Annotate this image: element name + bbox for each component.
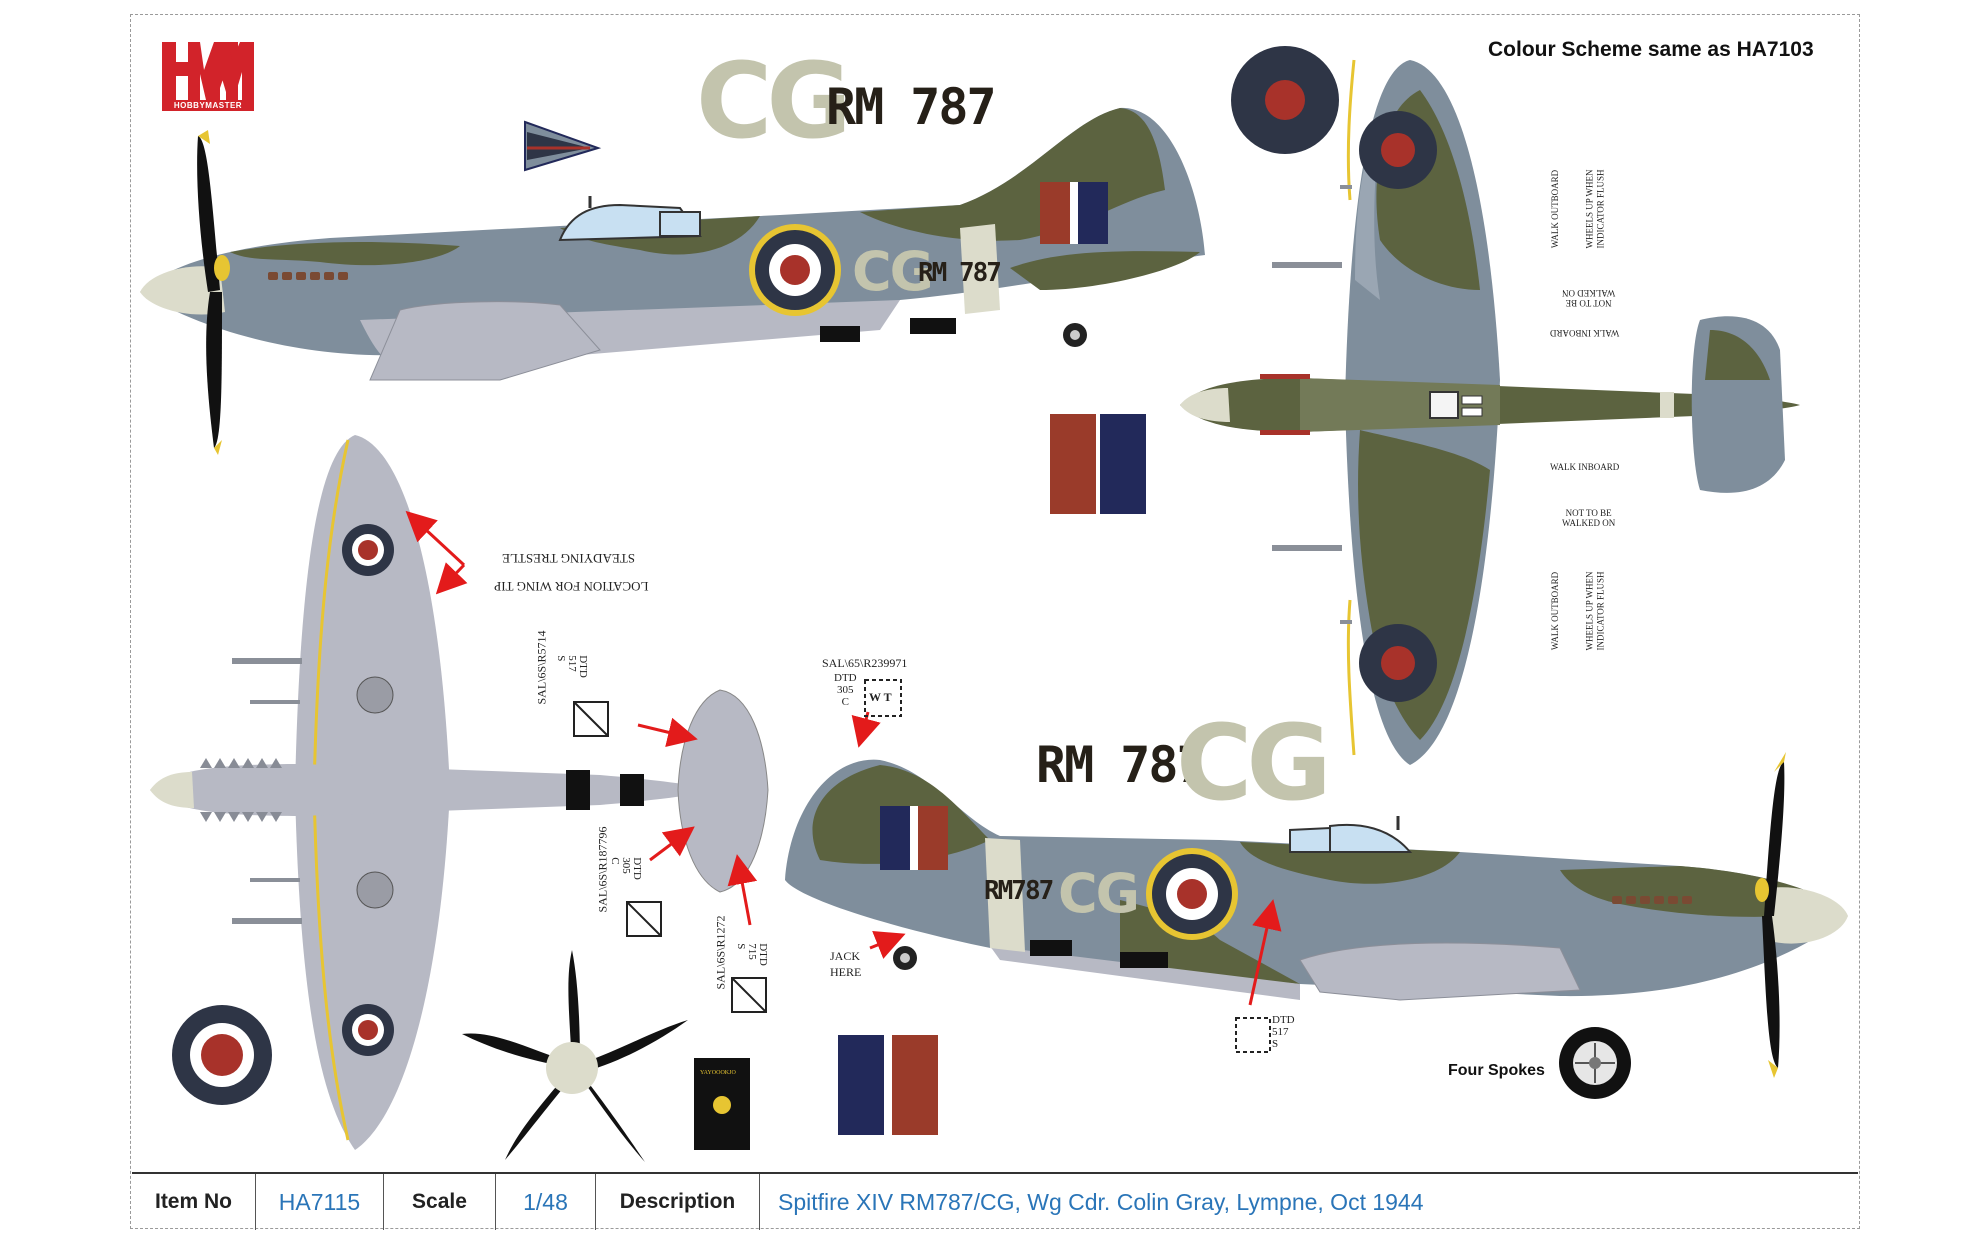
wheel-detail <box>1559 1027 1631 1099</box>
large-code-top: CG <box>696 40 852 162</box>
loose-roundel-lower <box>172 1005 272 1105</box>
fuselage-serial-right: RM787 <box>984 876 1054 906</box>
scale-value: 1/48 <box>496 1174 596 1230</box>
data-tag <box>694 1058 750 1150</box>
large-serial-top: RM 787 <box>826 78 997 136</box>
stencil-dtd-4: DTD 305 C <box>834 672 857 708</box>
stencil-dtd-5: DTD 517 S <box>1272 1014 1295 1050</box>
fuselage-code-left: CG <box>852 240 934 303</box>
leading-flag-marker <box>524 120 602 172</box>
description-label: Description <box>596 1174 760 1230</box>
stencil-walk-inboard-upper: WALK INBOARD <box>1550 328 1620 338</box>
logo-subtitle: HOBBYMASTER <box>162 100 254 111</box>
stencil-wheels-up-lower: WHEELS UP WHEN INDICATOR FLUSH <box>1584 571 1606 651</box>
dashed-border <box>130 14 1860 1229</box>
stencil-wt-box: W T <box>869 690 892 704</box>
description-value: Spitfire XIV RM787/CG, Wg Cdr. Colin Gra… <box>778 1188 1424 1215</box>
stencil-walk-outboard-lower: WALK OUTBOARD <box>1550 571 1561 651</box>
stencil-walk-outboard-upper: WALK OUTBOARD <box>1550 169 1561 249</box>
underside-view <box>150 435 769 1150</box>
stencil-dtd-1: DTD 517 S <box>554 655 589 678</box>
left-side-profile <box>140 107 1205 455</box>
large-serial-bottom: RM 787 <box>1036 736 1207 794</box>
item-no-value: HA7115 <box>256 1174 384 1230</box>
right-side-profile <box>785 752 1848 1078</box>
fuselage-code-right: CG <box>1058 862 1140 925</box>
stencil-sal-1: SAL\6S\R5714 <box>534 630 549 705</box>
stencil-dtd-3: DTD 715 S <box>734 943 769 966</box>
stencil-location-wing-tip: LOCATION FOR WING TIP <box>494 579 649 594</box>
loose-fin-flash-upper <box>1050 414 1146 514</box>
stencil-sal-4: SAL\65\R239971 <box>822 656 908 670</box>
top-view <box>1180 59 1800 765</box>
stencil-not-walked-lower: NOT TO BE WALKED ON <box>1562 508 1616 528</box>
large-code-bottom: CG <box>1176 702 1332 824</box>
scale-label: Scale <box>384 1174 496 1230</box>
stencil-wheels-up-upper: WHEELS UP WHEN INDICATOR FLUSH <box>1584 169 1606 249</box>
wt-stencil-boxes <box>573 679 1271 1053</box>
stencil-sal-3: SAL\6S\R1272 <box>713 915 728 990</box>
loose-fin-flash-lower <box>838 1035 938 1135</box>
fuselage-serial-left: RM 787 <box>918 258 1002 288</box>
item-no-label: Item No <box>132 1174 256 1230</box>
stencil-not-walked-upper: NOT TO BE WALKED ON <box>1562 288 1616 308</box>
stencil-dtd-2: DTD 305 C <box>608 857 643 880</box>
stencil-data-tag: YAYOOOKJO <box>700 1070 736 1076</box>
loose-roundel-upper <box>1231 46 1339 154</box>
colour-scheme-note: Colour Scheme same as HA7103 <box>1488 38 1814 61</box>
propeller-front-view <box>462 950 688 1162</box>
stencil-jack-here: JACK HERE <box>830 949 862 979</box>
stencil-walk-inboard-lower: WALK INBOARD <box>1550 462 1620 472</box>
stencil-steadying-trestle: STEADYING TRESTLE <box>502 551 636 566</box>
pointer-arrows <box>405 510 1282 1006</box>
info-footer: Item No HA7115 Scale 1/48 Description Sp… <box>132 1172 1858 1230</box>
four-spokes-note: Four Spokes <box>1448 1062 1545 1079</box>
